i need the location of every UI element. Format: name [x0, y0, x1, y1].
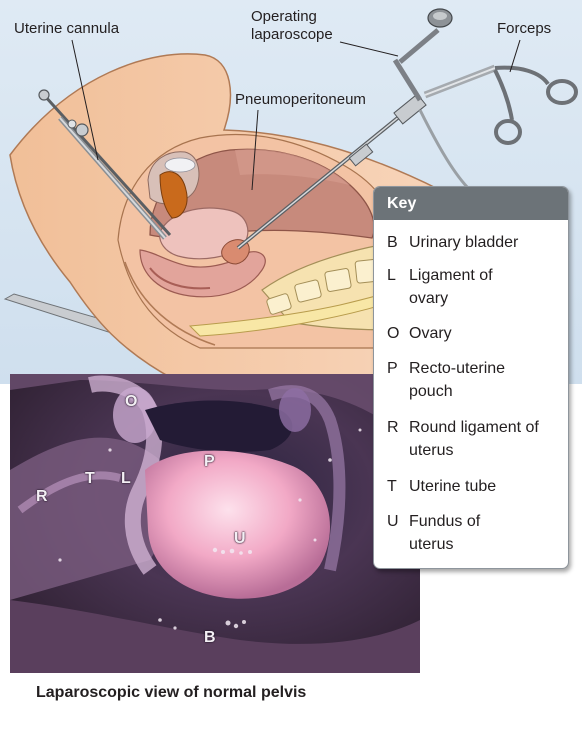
- highlight-dot: [225, 620, 231, 626]
- photo-highlights: [58, 428, 362, 630]
- key-legend: Key B Urinary bladder L Ligament of ovar…: [373, 186, 569, 569]
- highlight-dot: [158, 618, 162, 622]
- photo-letter-p: P: [204, 453, 215, 470]
- leader-cannula: [71, 39, 99, 161]
- forceps-lower-ring: [494, 119, 522, 145]
- leader-forceps: [509, 39, 521, 73]
- highlight-dot: [328, 458, 332, 462]
- photo-ovary: [113, 387, 157, 443]
- key-text: Recto-uterine pouch: [409, 360, 506, 400]
- callout-laparoscope-line1: Operating: [251, 8, 317, 25]
- photo-bladder-region: [10, 600, 420, 673]
- callout-laparoscope-line2: laparoscope: [251, 26, 333, 43]
- leader-lines: [71, 39, 521, 191]
- key-text: Ligament of ovary: [409, 267, 493, 307]
- figure-caption: Laparoscopic view of normal pelvis: [36, 684, 307, 701]
- key-letter: U: [387, 513, 399, 530]
- photo-letter-u: U: [234, 530, 246, 547]
- laparoscope-cable: [418, 109, 472, 192]
- cavity-highlight: [235, 149, 350, 185]
- vertebra: [266, 293, 292, 315]
- callout-operating-laparoscope: Operating laparoscope: [251, 8, 376, 44]
- highlight-dot: [313, 538, 317, 542]
- key-letter: L: [387, 267, 396, 284]
- vertebra: [294, 279, 322, 303]
- photo-right-ovary: [279, 388, 311, 432]
- highlight-dot: [298, 498, 302, 502]
- vertebra: [324, 268, 352, 292]
- photo-pouch-dark: [145, 400, 293, 452]
- cannula-clamp-ring: [67, 119, 77, 129]
- forceps-upper-ring: [546, 79, 578, 105]
- key-text: Ovary: [409, 325, 452, 342]
- highlight-dot: [229, 548, 235, 554]
- callout-pneumoperitoneum: Pneumoperitoneum: [235, 91, 366, 108]
- laparoscope-eyepiece-arm: [392, 58, 423, 102]
- bladder-lumen: [164, 157, 196, 173]
- highlight-dot: [233, 623, 239, 629]
- highlight-dot: [58, 558, 62, 562]
- key-letter: B: [387, 234, 398, 251]
- eyepiece-lens: [433, 12, 447, 20]
- laparoscopic-photo: [10, 374, 420, 673]
- rectum-fold: [149, 267, 211, 290]
- laparoscope-body: [393, 93, 427, 125]
- callout-forceps: Forceps: [497, 20, 552, 37]
- key-letter: T: [387, 478, 397, 495]
- perineum-curve: [124, 261, 216, 346]
- key-letter: O: [387, 325, 400, 342]
- key-title: Key: [374, 187, 568, 220]
- highlight-dot: [173, 626, 177, 630]
- vertebrae: [266, 258, 384, 315]
- photo-round-ligament: [17, 471, 122, 514]
- cannula-sleeve-highlight: [59, 117, 166, 239]
- forceps-upper-arm: [494, 65, 550, 86]
- cannula-shaft: [42, 93, 172, 237]
- highlight-dot: [221, 550, 225, 554]
- key-text: Fundus of uterus: [409, 513, 481, 553]
- laparoscope-shaft-highlight: [237, 111, 406, 249]
- forceps-channel-highlight: [424, 67, 496, 96]
- photo-upper-wall: [10, 374, 420, 450]
- photo-letter-r: R: [36, 488, 48, 505]
- laparoscope-port: [348, 143, 374, 167]
- cannula-handle-ring: [38, 89, 50, 101]
- uterine-cannula-instrument: [38, 89, 172, 240]
- forceps-instrument: [418, 65, 578, 192]
- photo-left-wall: [10, 437, 173, 600]
- photo-letter-b: B: [204, 629, 216, 646]
- leader-laparoscope: [339, 41, 399, 57]
- key-text: Round ligament of uterus: [409, 419, 539, 459]
- photo-ligament-band: [88, 375, 163, 575]
- leader-pneumoperitoneum: [251, 109, 259, 191]
- highlight-dot: [248, 550, 252, 554]
- cannula-clamp: [75, 123, 89, 137]
- highlight-dot: [212, 547, 218, 553]
- key-letter: P: [387, 360, 398, 377]
- highlight-dot: [108, 448, 112, 452]
- operating-laparoscope-instrument: [236, 8, 497, 250]
- key-text: Urinary bladder: [409, 234, 519, 251]
- highlight-dot: [239, 551, 243, 555]
- photo-uterus-fundus: [145, 450, 330, 599]
- pubic-bone: [159, 171, 188, 219]
- highlight-dot: [358, 428, 362, 432]
- laparoscope-eyepiece-stem: [398, 28, 440, 64]
- photo-letter-t: T: [85, 470, 95, 487]
- photo-letter-l: L: [121, 470, 131, 487]
- key-letter: R: [387, 419, 399, 436]
- highlight-dot: [242, 620, 246, 624]
- key-text: Uterine tube: [409, 478, 497, 495]
- photo-letter-o: O: [125, 393, 138, 410]
- forceps-lower-arm: [493, 69, 514, 121]
- callout-uterine-cannula: Uterine cannula: [14, 20, 120, 37]
